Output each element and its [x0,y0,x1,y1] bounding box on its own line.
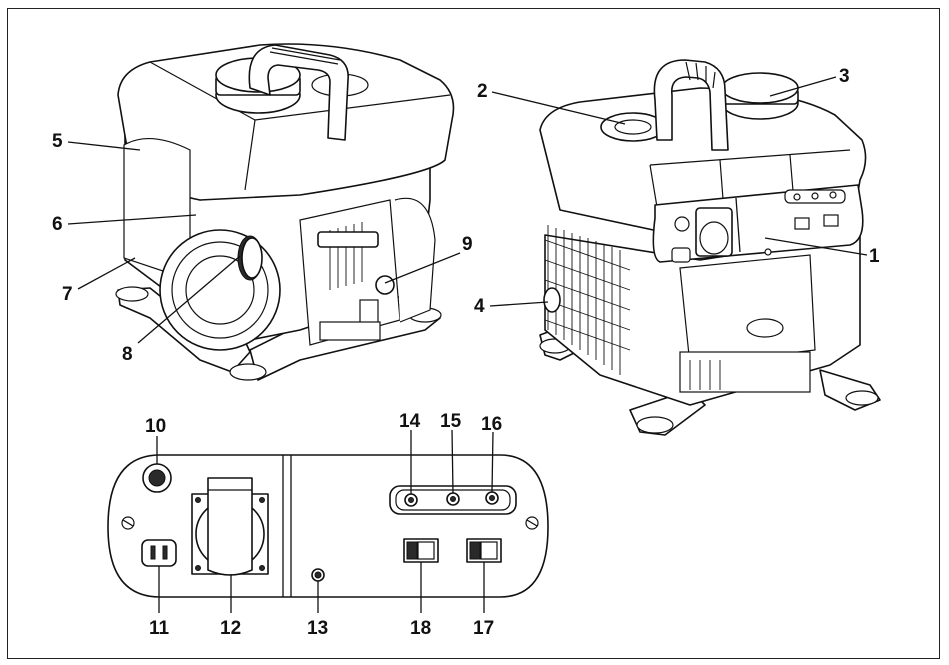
callout-9: 9 [462,234,473,255]
callout-13: 13 [307,618,328,639]
callout-16: 16 [481,414,502,435]
callout-14: 14 [399,411,421,432]
callout-10: 10 [145,416,166,437]
control-panel-detail [107,454,549,598]
callout-18: 18 [410,618,431,639]
generator-left-view [115,43,455,381]
callout-8: 8 [122,344,133,365]
callout-12: 12 [220,618,241,639]
callout-3: 3 [839,66,850,87]
callout-2: 2 [477,81,488,102]
callout-numbers: 1 2 3 4 5 6 7 8 9 10 11 12 13 14 15 16 1… [52,66,880,639]
callout-17: 17 [473,618,494,639]
callout-lines [67,76,868,613]
callout-1: 1 [869,246,880,267]
callout-15: 15 [440,411,462,432]
callout-4: 4 [474,296,485,317]
figure-frame [7,8,940,659]
callout-11: 11 [149,618,170,639]
callout-5: 5 [52,131,63,152]
generator-right-view [539,59,881,436]
callout-6: 6 [52,214,63,235]
callout-7: 7 [62,284,73,305]
